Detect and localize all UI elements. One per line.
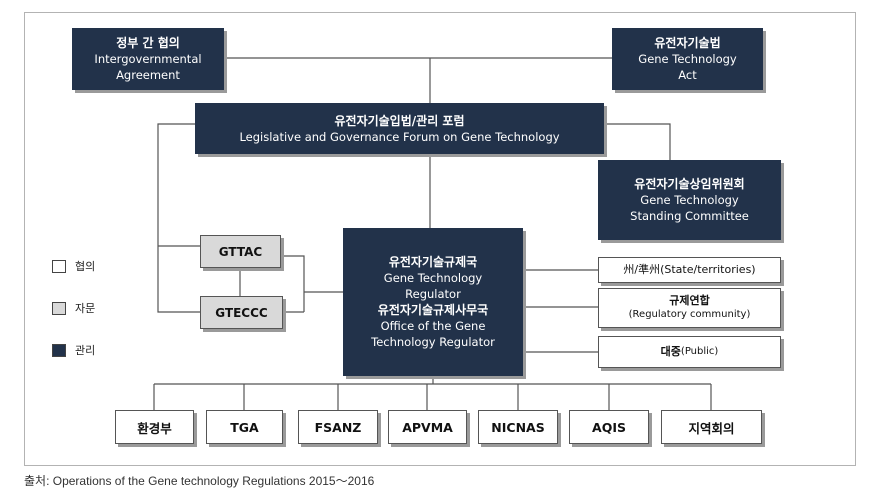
- node-states-label: 州/準州(State/territories): [623, 263, 756, 276]
- node-governance-forum: 유전자기술입법/관리 포럼 Legislative and Governance…: [195, 103, 604, 154]
- agency-2: TGA: [206, 410, 283, 444]
- legend-swatch-navy: [52, 343, 66, 357]
- node-gttac-label: GTTAC: [218, 244, 263, 259]
- node-states-territories: 州/準州(State/territories): [598, 257, 781, 283]
- legend-label: 관리: [75, 344, 96, 357]
- agency-1: 환경부: [115, 410, 194, 444]
- legend-management: 관리: [52, 342, 95, 358]
- agency-5: NICNAS: [478, 410, 558, 444]
- agency-7: 지역회의: [661, 410, 762, 444]
- agency-label: AQIS: [592, 419, 626, 435]
- legend-consultation: 협의: [52, 258, 95, 274]
- node-regulator-en3: Office of the Gene: [380, 319, 486, 333]
- node-intergov-en2: Agreement: [116, 68, 180, 82]
- node-public: 대중 (Public): [598, 336, 781, 368]
- agency-label: FSANZ: [314, 419, 362, 435]
- node-intergov-en1: Intergovernmental: [94, 52, 202, 66]
- node-regulator-en4: Technology Regulator: [371, 335, 495, 349]
- node-regulator-ko1: 유전자기술규제국: [388, 255, 478, 269]
- node-intergovernmental-agreement: 정부 간 협의 Intergovernmental Agreement: [72, 28, 224, 90]
- node-standing-committee: 유전자기술상임위원회 Gene Technology Standing Comm…: [598, 160, 781, 240]
- legend-swatch-white: [52, 259, 66, 273]
- node-public-en: (Public): [680, 346, 719, 357]
- node-gteccc: GTECCC: [200, 296, 283, 329]
- source-caption: 출처: Operations of the Gene technology Re…: [24, 474, 375, 488]
- node-regcomm-ko: 규제연합: [669, 294, 710, 307]
- node-forum-ko: 유전자기술입법/관리 포럼: [334, 113, 465, 128]
- node-gttac: GTTAC: [200, 235, 281, 268]
- node-standing-en2: Standing Committee: [630, 209, 749, 223]
- node-regulatory-community: 규제연합 (Regulatory community): [598, 288, 781, 328]
- node-regulator-en2: Regulator: [405, 287, 461, 301]
- legend-swatch-gray: [52, 301, 66, 315]
- node-regcomm-en: (Regulatory community): [628, 309, 751, 320]
- node-gteccc-label: GTECCC: [215, 305, 268, 320]
- agency-4: APVMA: [388, 410, 467, 444]
- agency-6: AQIS: [569, 410, 649, 444]
- node-standing-ko: 유전자기술상임위원회: [634, 177, 745, 191]
- node-regulator-en1: Gene Technology: [383, 271, 483, 285]
- agency-label: 환경부: [137, 420, 172, 436]
- node-forum-en: Legislative and Governance Forum on Gene…: [239, 129, 560, 144]
- agency-label: 지역회의: [688, 420, 735, 436]
- legend-label: 자문: [75, 302, 96, 315]
- node-gene-technology-regulator: 유전자기술규제국 Gene Technology Regulator 유전자기술…: [343, 228, 523, 376]
- agency-3: FSANZ: [298, 410, 378, 444]
- node-standing-en1: Gene Technology: [640, 193, 739, 207]
- node-act-en2: Act: [678, 68, 697, 82]
- node-gene-technology-act: 유전자기술법 Gene Technology Act: [612, 28, 763, 90]
- node-act-en1: Gene Technology: [638, 52, 737, 66]
- agency-label: APVMA: [402, 419, 453, 435]
- node-regulator-ko2: 유전자기술규제사무국: [377, 303, 489, 317]
- node-public-ko: 대중: [660, 345, 681, 358]
- node-intergov-ko: 정부 간 협의: [116, 36, 180, 50]
- node-act-ko: 유전자기술법: [654, 36, 721, 50]
- legend-label: 협의: [75, 260, 96, 273]
- legend-advisory: 자문: [52, 300, 95, 316]
- agency-label: TGA: [230, 419, 259, 435]
- agency-label: NICNAS: [491, 419, 545, 435]
